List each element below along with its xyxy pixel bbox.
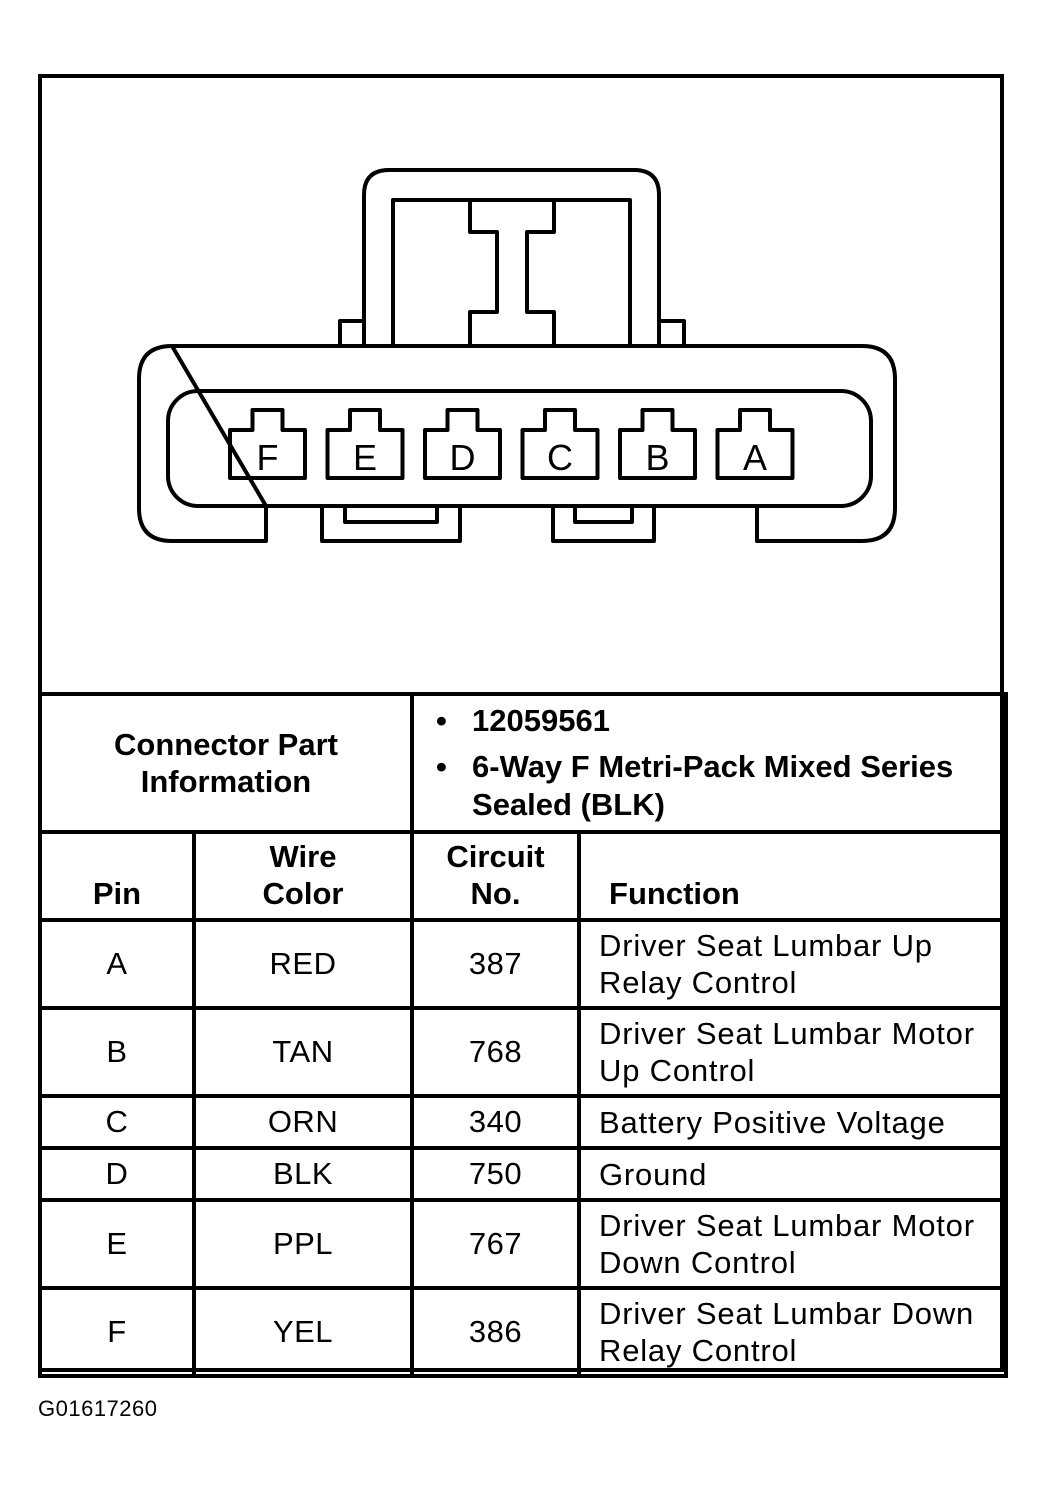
latch-i-beam — [468, 200, 556, 346]
pin-cell: C — [38, 1094, 196, 1150]
function-cell: Battery Positive Voltage — [577, 1094, 1009, 1150]
circuit-cell: 750 — [410, 1146, 582, 1202]
pin-label-c: C — [547, 437, 573, 478]
column-header-pin: Pin — [38, 830, 196, 922]
function-cell: Driver Seat Lumbar Down Relay Control — [577, 1286, 1009, 1378]
circuit-cell: 387 — [410, 918, 582, 1010]
column-header-wire-color: Wire Color — [191, 830, 415, 922]
circuit-cell: 768 — [410, 1006, 582, 1098]
part-description: 6-Way F Metri-Pack Mixed Series Sealed (… — [436, 748, 1004, 824]
column-header-function: Function — [577, 830, 1009, 922]
latch-tabs — [338, 319, 686, 346]
pin-cell: B — [38, 1006, 196, 1098]
connector-latch — [362, 168, 661, 346]
pin-cavity-f — [228, 408, 307, 480]
housing-keys — [343, 506, 634, 524]
circuit-cell: 340 — [410, 1094, 582, 1150]
pin-cell: F — [38, 1286, 196, 1378]
wire-color-cell: YEL — [191, 1286, 415, 1378]
function-cell: Driver Seat Lumbar Up Relay Control — [577, 918, 1009, 1010]
function-cell: Ground — [577, 1146, 1009, 1202]
wire-color-cell: TAN — [191, 1006, 415, 1098]
column-header-circuit-no: Circuit No. — [410, 830, 582, 922]
pin-label-a: A — [743, 437, 767, 478]
connector-housing — [137, 344, 897, 543]
pin-cavity-d — [423, 408, 502, 480]
connector-latch-inner — [391, 198, 632, 346]
function-cell: Driver Seat Lumbar Motor Down Control — [577, 1198, 1009, 1290]
wire-color-cell: ORN — [191, 1094, 415, 1150]
wire-color-cell: BLK — [191, 1146, 415, 1202]
part-info-label: Connector Part Information — [37, 692, 415, 834]
pin-cavity-a — [715, 408, 795, 480]
part-info-values: 12059561 6-Way F Metri-Pack Mixed Series… — [410, 692, 1009, 834]
pin-cell: A — [38, 918, 196, 1010]
pin-cavity-b — [618, 408, 697, 480]
figure-id: G01617260 — [38, 1396, 158, 1421]
pin-cavity-c — [520, 408, 600, 480]
pin-cell: E — [38, 1198, 196, 1290]
pin-cavity-e — [325, 408, 405, 480]
circuit-cell: 767 — [410, 1198, 582, 1290]
part-number: 12059561 — [436, 702, 1004, 740]
wire-color-cell: RED — [191, 918, 415, 1010]
pin-label-f: F — [257, 437, 279, 478]
connector-cavity — [166, 389, 873, 508]
function-cell: Driver Seat Lumbar Motor Up Control — [577, 1006, 1009, 1098]
wire-color-cell: PPL — [191, 1198, 415, 1290]
pin-label-d: D — [450, 437, 476, 478]
circuit-cell: 386 — [410, 1286, 582, 1378]
pin-label-e: E — [353, 437, 377, 478]
pin-label-b: B — [645, 437, 669, 478]
pin-cell: D — [38, 1146, 196, 1202]
connector-info-table: Connector Part Information 12059561 6-Wa… — [37, 692, 1009, 1378]
